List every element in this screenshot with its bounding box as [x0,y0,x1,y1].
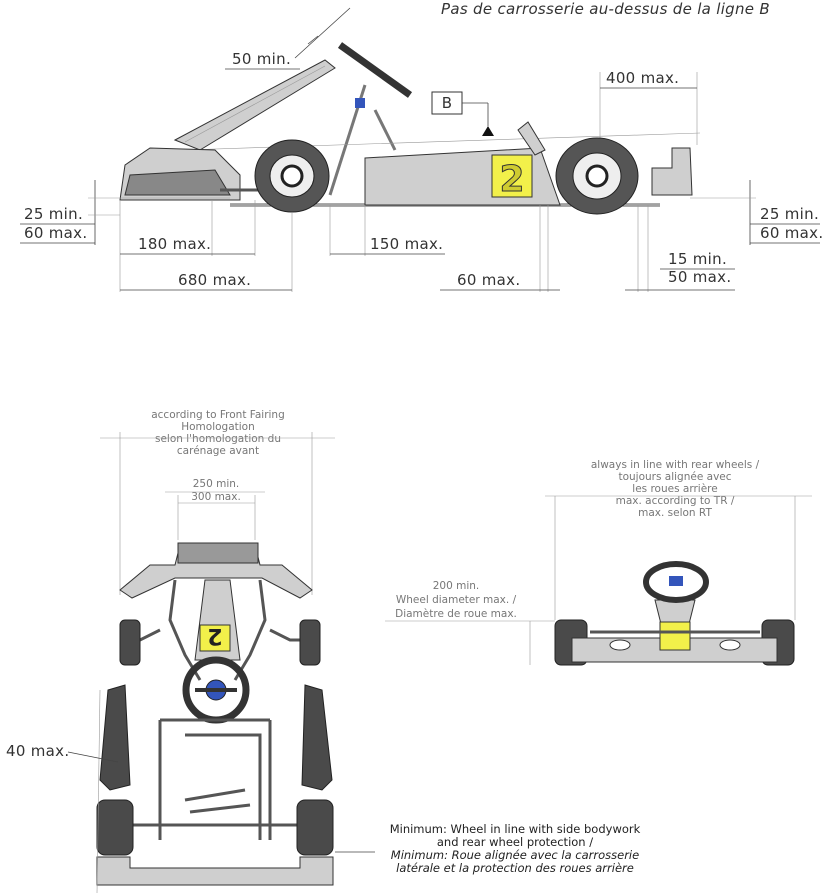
rear-bumper-note-4: max. according to TR / [616,495,735,507]
rear-bumper [651,147,693,196]
front-ground-max: 60 max. [24,224,87,242]
wheel-height-note-2: Wheel diameter max. / [396,594,517,606]
rear-ground-max: 60 max. [760,224,823,242]
front-fairing-dim: 180 max. [138,235,211,253]
top-view: according to Front Fairing Homologation … [6,409,641,893]
no-bodywork-note: Pas de carrosserie au-dessus de la ligne… [441,0,770,18]
wheel-height-note-1: 200 min. [433,580,480,592]
front-ground-min: 25 min. [24,205,83,223]
left-side-pod [99,684,131,791]
rear-gap-min-dim: 15 min. [668,250,727,268]
number-plate-side [491,154,533,198]
rear-bumper-note-3: les roues arrière [632,483,717,495]
rear-ground-min: 25 min. [760,205,819,223]
rear-overhang-dim: 400 max. [606,69,679,87]
rear-bumper-note-1: always in line with rear wheels / [591,459,760,471]
rear-wheel-side [555,137,639,215]
side-view: Pas de carrosserie au-dessus de la ligne… [20,0,823,292]
side-pod-gap-dim: 150 max. [370,235,443,253]
wheel-gap-dim: 60 max. [457,271,520,289]
rear-bumper-top [96,856,334,886]
wheel-alignment-note-2: and rear wheel protection / [437,835,593,849]
rear-view: always in line with rear wheels / toujou… [385,459,812,666]
rear-bumper-note-5: max. selon RT [638,507,712,519]
rear-bumper-note-2: toujours alignée avec [618,471,731,483]
front-fairing-note-2: Homologation [181,421,255,433]
side-bodywork-dim: 40 max. [6,742,69,760]
steering-wheel-top [182,656,250,724]
steering-wheel-rear [643,561,709,603]
wheel-height-note-3: Diamètre de roue max. [395,608,517,620]
front-total-dim: 680 max. [178,271,251,289]
b-label: B [442,94,453,112]
right-side-pod [301,684,333,791]
fairing-width-max: 300 max. [191,491,241,503]
fairing-width-min: 250 min. [193,478,240,490]
wheel-alignment-note-3: Minimum: Roue alignée avec la carrosseri… [391,848,639,862]
wheel-alignment-note-1: Minimum: Wheel in line with side bodywor… [390,822,641,836]
rear-gap-max-dim: 50 max. [668,268,731,286]
front-fairing-note-1: according to Front Fairing [151,409,285,421]
front-wheel-side [254,139,330,213]
front-left-wheel [119,619,141,666]
seat-gap-dim: 50 min. [232,50,291,68]
front-fairing-note-3: selon l'homologation du [155,433,281,445]
kart-number-side: 2 [499,159,524,200]
front-fairing-note-4: carénage avant [177,445,259,457]
rear-right-wheel [296,799,334,856]
number-plate-top [199,624,231,652]
front-fairing-top [119,544,313,599]
rear-left-wheel [96,799,134,856]
rear-number-plate [659,621,691,651]
steering-wheel [337,42,413,98]
front-right-wheel [299,619,321,666]
kart-number-top: 2 [207,623,222,648]
wheel-alignment-note-4: latérale et la protection des roues arri… [396,861,634,875]
